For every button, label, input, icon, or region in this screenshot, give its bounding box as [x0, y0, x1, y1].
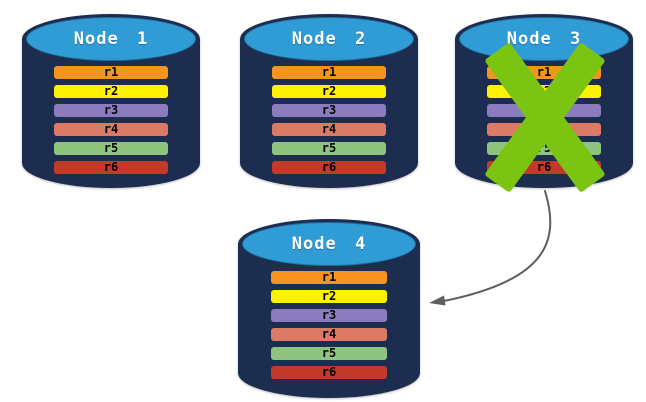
row-r4: r4: [272, 123, 386, 136]
node-4-label: Node 4: [291, 233, 367, 254]
row-r2: r2: [270, 290, 388, 303]
row-r6: r6: [272, 161, 386, 174]
row-r3: r3: [487, 104, 601, 117]
node-4-top: Node 4: [242, 222, 416, 266]
row-r5: r5: [54, 142, 168, 155]
node-1-top: Node 1: [26, 17, 196, 61]
row-r1: r1: [270, 271, 388, 284]
row-r6: r6: [270, 366, 388, 379]
node-2: Node 2 r1 r2 r3 r4 r5 r6: [240, 14, 418, 188]
node-1-rows: r1 r2 r3 r4 r5 r6: [22, 66, 200, 174]
node-1-label: Node 1: [73, 28, 149, 49]
row-r3: r3: [54, 104, 168, 117]
node-4-rows: r1 r2 r3 r4 r5 r6: [238, 271, 420, 379]
row-r1: r1: [54, 66, 168, 79]
row-r2: r2: [272, 85, 386, 98]
arrow-shaft: [443, 190, 552, 302]
node-3-top: Node 3: [459, 17, 629, 61]
node-2-label: Node 2: [291, 28, 367, 49]
row-r4: r4: [54, 123, 168, 136]
node-2-rows: r1 r2 r3 r4 r5 r6: [240, 66, 418, 174]
row-r2: r2: [487, 85, 601, 98]
arrow-head: [429, 295, 446, 306]
node-4: Node 4 r1 r2 r3 r4 r5 r6: [238, 219, 420, 398]
node-3-label: Node 3: [506, 28, 582, 49]
node-3-rows: r1 r2 r3 r4 r5 r6: [455, 66, 633, 174]
row-r1: r1: [487, 66, 601, 79]
row-r3: r3: [270, 309, 388, 322]
row-r5: r5: [272, 142, 386, 155]
row-r1: r1: [272, 66, 386, 79]
row-r5: r5: [270, 347, 388, 360]
row-r6: r6: [54, 161, 168, 174]
row-r6: r6: [487, 161, 601, 174]
row-r4: r4: [270, 328, 388, 341]
node-3: Node 3 r1 r2 r3 r4 r5 r6: [455, 14, 633, 193]
row-r3: r3: [272, 104, 386, 117]
row-r2: r2: [54, 85, 168, 98]
row-r5: r5: [487, 142, 601, 155]
node-2-top: Node 2: [244, 17, 414, 61]
row-r4: r4: [487, 123, 601, 136]
node-1: Node 1 r1 r2 r3 r4 r5 r6: [22, 14, 200, 188]
